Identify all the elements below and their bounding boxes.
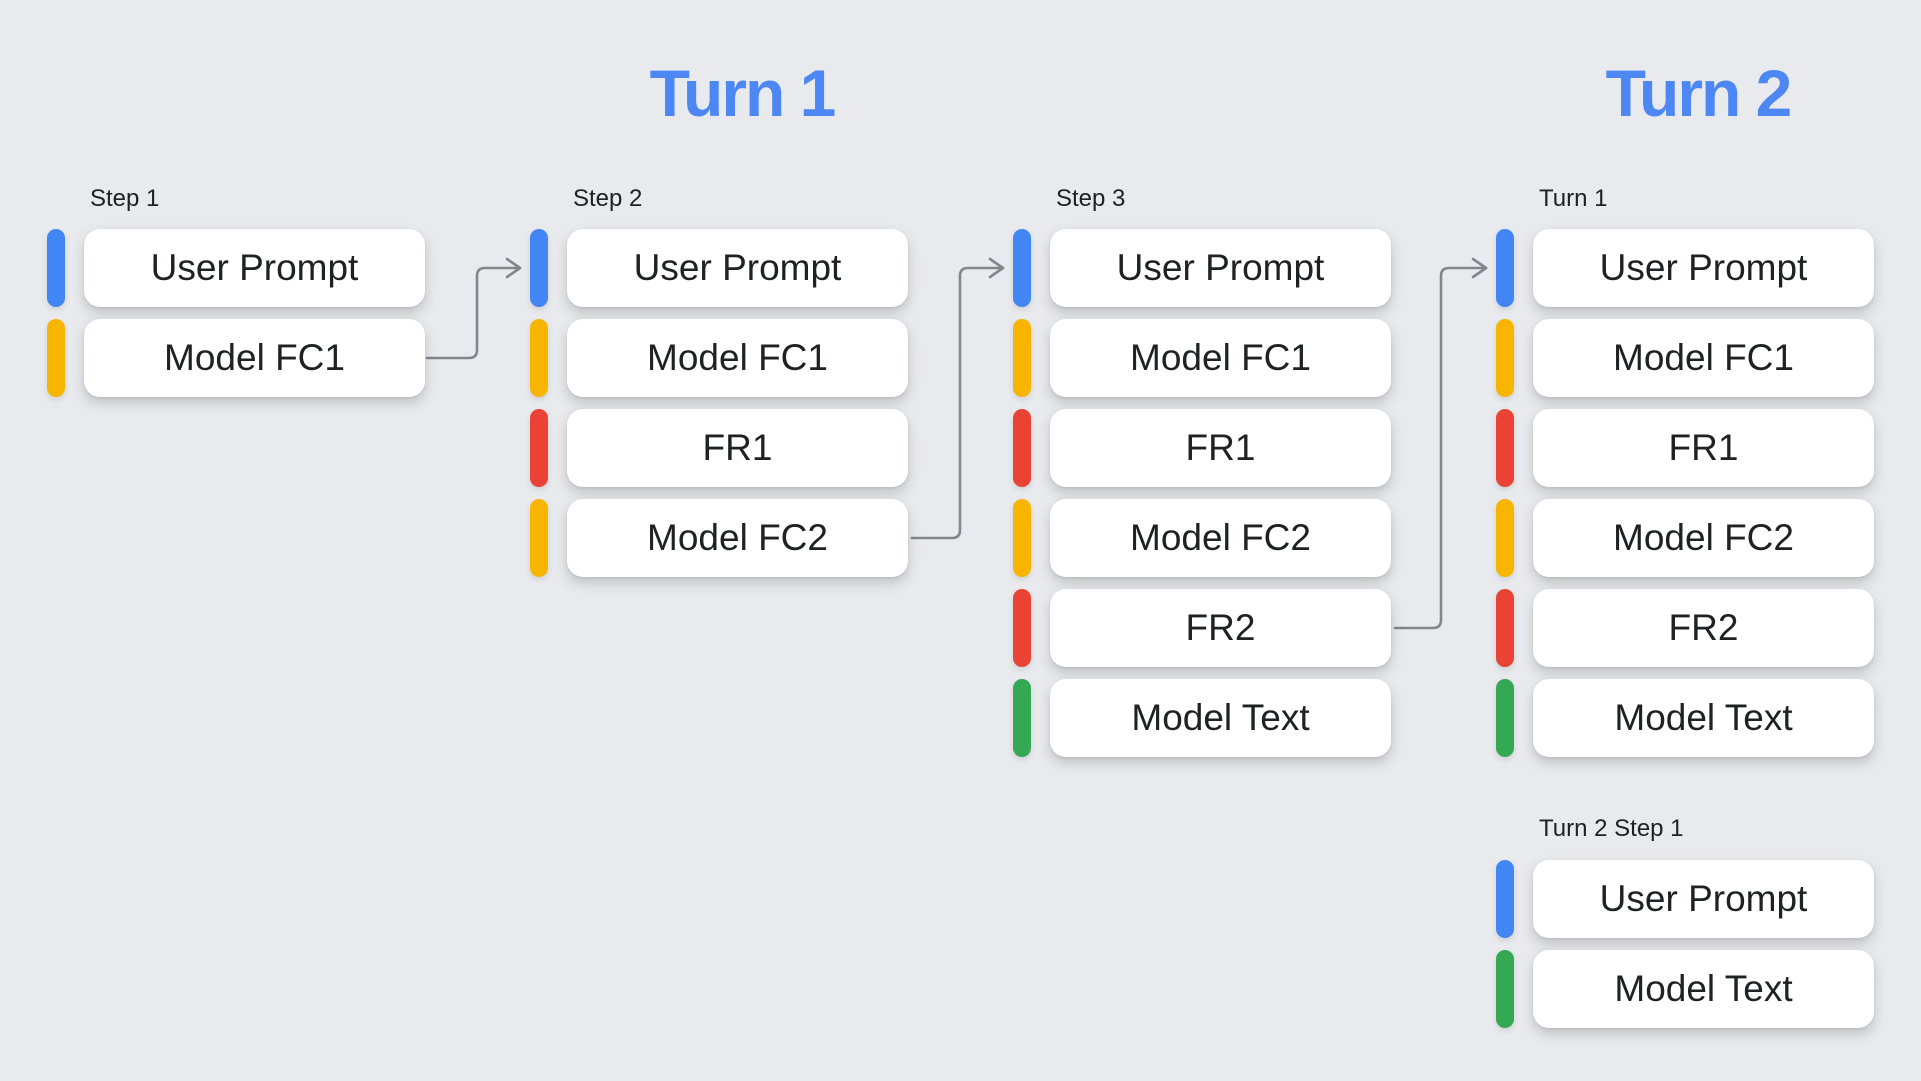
block-model-fc1: Model FC1 xyxy=(567,319,908,397)
accent-bar-green xyxy=(1496,950,1514,1028)
block-fr1: FR1 xyxy=(567,409,908,487)
arrow-step-3-to-turn-1 xyxy=(1393,266,1488,630)
group-label-turn-2-step-1: Turn 2 Step 1 xyxy=(1539,815,1684,842)
accent-bar-yellow xyxy=(530,499,548,577)
accent-bar-green xyxy=(1496,679,1514,757)
accent-bar-yellow xyxy=(530,319,548,397)
accent-bar-blue xyxy=(1013,229,1031,307)
accent-bar-blue xyxy=(1496,860,1514,938)
group-label-step-2: Step 2 xyxy=(573,185,643,212)
accent-bar-yellow xyxy=(1496,499,1514,577)
accent-bar-blue xyxy=(47,229,65,307)
arrowhead-step-1-to-step-2 xyxy=(505,257,522,279)
block-user-prompt: User Prompt xyxy=(1050,229,1391,307)
block-model-text: Model Text xyxy=(1533,679,1874,757)
block-model-fc1: Model FC1 xyxy=(1533,319,1874,397)
block-fr1: FR1 xyxy=(1533,409,1874,487)
accent-bar-yellow xyxy=(47,319,65,397)
block-user-prompt: User Prompt xyxy=(1533,860,1874,938)
block-model-fc2: Model FC2 xyxy=(1533,499,1874,577)
accent-bar-red xyxy=(1013,409,1031,487)
accent-bar-blue xyxy=(530,229,548,307)
accent-bar-red xyxy=(1496,589,1514,667)
accent-bar-yellow xyxy=(1496,319,1514,397)
group-label-step-1: Step 1 xyxy=(90,185,160,212)
accent-bar-green xyxy=(1013,679,1031,757)
arrowhead-step-3-to-turn-1 xyxy=(1471,257,1488,279)
accent-bar-yellow xyxy=(1013,499,1031,577)
accent-bar-red xyxy=(1013,589,1031,667)
block-model-fc1: Model FC1 xyxy=(1050,319,1391,397)
group-label-step-3: Step 3 xyxy=(1056,185,1126,212)
title-turn-1: Turn 1 xyxy=(649,56,837,130)
block-model-fc1: Model FC1 xyxy=(84,319,425,397)
block-user-prompt: User Prompt xyxy=(84,229,425,307)
block-model-fc2: Model FC2 xyxy=(567,499,908,577)
title-turn-2: Turn 2 xyxy=(1605,56,1793,130)
arrowhead-step-2-to-step-3 xyxy=(988,257,1005,279)
block-fr2: FR2 xyxy=(1050,589,1391,667)
block-model-text: Model Text xyxy=(1050,679,1391,757)
block-fr1: FR1 xyxy=(1050,409,1391,487)
block-user-prompt: User Prompt xyxy=(1533,229,1874,307)
block-user-prompt: User Prompt xyxy=(567,229,908,307)
block-model-fc2: Model FC2 xyxy=(1050,499,1391,577)
block-fr2: FR2 xyxy=(1533,589,1874,667)
arrow-step-2-to-step-3 xyxy=(910,266,1005,540)
accent-bar-red xyxy=(1496,409,1514,487)
arrow-step-1-to-step-2 xyxy=(425,266,522,360)
accent-bar-blue xyxy=(1496,229,1514,307)
group-label-turn-1-history: Turn 1 xyxy=(1539,185,1608,212)
accent-bar-red xyxy=(530,409,548,487)
accent-bar-yellow xyxy=(1013,319,1031,397)
block-model-text: Model Text xyxy=(1533,950,1874,1028)
